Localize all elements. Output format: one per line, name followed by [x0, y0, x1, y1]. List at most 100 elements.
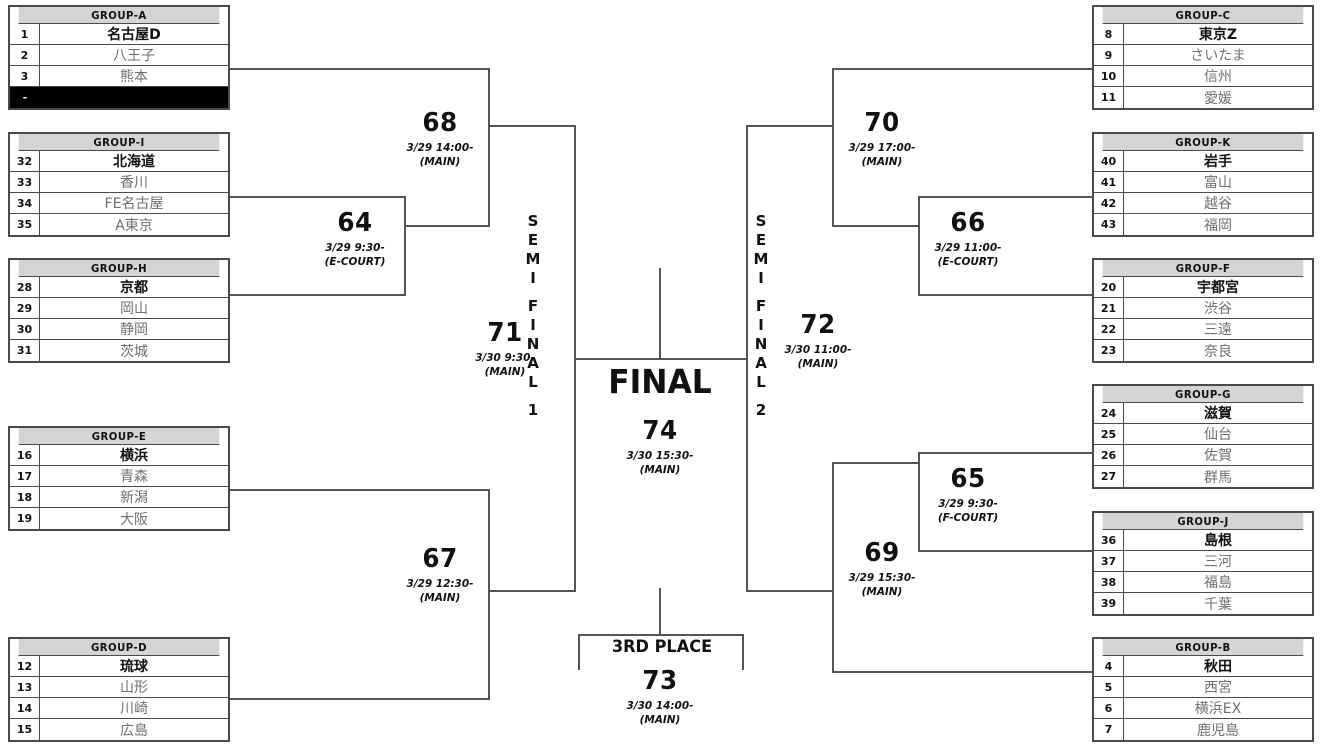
- group-row-team: 北海道: [113, 154, 155, 170]
- group-row-team: 福岡: [1204, 217, 1232, 234]
- bracket-line-d-to-67: [230, 698, 490, 700]
- bracket-line-64-bottom: [230, 294, 406, 296]
- group-row-seed: 13: [10, 677, 40, 697]
- group-row-team: 三河: [1204, 554, 1232, 570]
- bracket-line-65-left: [918, 452, 920, 552]
- semi-final-letter: M: [525, 250, 541, 268]
- group-row-team: [40, 87, 228, 108]
- group-header: GROUP-J: [1102, 513, 1304, 530]
- group-row[interactable]: 18 新潟: [10, 487, 228, 508]
- match-time-65: 3/29 9:30- (F-COURT): [937, 497, 999, 524]
- group-row-seed: 21: [1094, 298, 1124, 318]
- group-row-seed: 12: [10, 656, 40, 676]
- group-row-team: 新潟: [120, 490, 148, 506]
- match-number-64: 64: [337, 208, 373, 238]
- bracket-line-final-stub: [659, 268, 661, 360]
- bracket-line-i-to-64: [230, 196, 406, 198]
- group-row-team: 岩手: [1204, 154, 1232, 170]
- match-label-67[interactable]: 67 3/29 12:30- (MAIN): [390, 546, 490, 605]
- semi-final-letter-gap: [523, 288, 543, 297]
- group-row[interactable]: 13 山形: [10, 677, 228, 698]
- match-label-66[interactable]: 66 3/29 11:00- (E-COURT): [918, 210, 1018, 269]
- match-label-73[interactable]: 73 3/30 14:00- (MAIN): [610, 668, 710, 727]
- match-time-74: 3/30 15:30- (MAIN): [626, 449, 694, 476]
- match-label-68[interactable]: 68 3/29 14:00- (MAIN): [390, 110, 490, 169]
- group-row-team: 奈良: [1204, 343, 1232, 360]
- bracket-line-third-left: [578, 634, 580, 670]
- third-place-title: 3RD PLACE: [611, 637, 713, 657]
- group-row-seed: 18: [10, 487, 40, 507]
- match-label-69[interactable]: 69 3/29 15:30- (MAIN): [832, 540, 932, 599]
- match-label-72[interactable]: 72 3/30 11:00- (MAIN): [768, 312, 868, 371]
- bracket-line-final-top: [574, 358, 748, 360]
- bracket-line-68-to-semi1: [488, 125, 576, 127]
- group-row-team: 岡山: [120, 301, 148, 317]
- semi-final-letter: E: [755, 231, 767, 249]
- group-row-team: 秋田: [1204, 659, 1232, 675]
- match-label-65[interactable]: 65 3/29 9:30- (F-COURT): [918, 466, 1018, 525]
- group-row[interactable]: -: [10, 87, 228, 108]
- bracket-line-65-to-69: [832, 462, 920, 464]
- group-row-seed: 41: [1094, 172, 1124, 192]
- group-row-seed: 11: [1094, 87, 1124, 108]
- group-row-team: 山形: [120, 680, 148, 696]
- match-label-74[interactable]: 74 3/30 15:30- (MAIN): [610, 418, 710, 477]
- match-label-64[interactable]: 64 3/29 9:30- (E-COURT): [305, 210, 405, 269]
- match-label-70[interactable]: 70 3/29 17:00- (MAIN): [832, 110, 932, 169]
- semi-final-letter-gap: [523, 392, 543, 401]
